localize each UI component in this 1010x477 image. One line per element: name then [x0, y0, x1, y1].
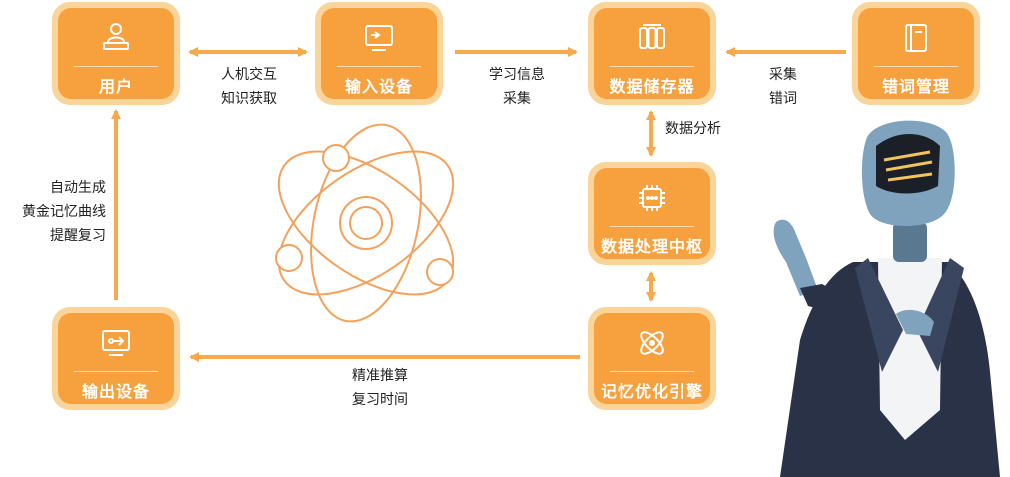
edge-label-analysis: 数据分析 — [665, 117, 721, 141]
user-icon — [103, 23, 129, 50]
edge-label-line: 复习时间 — [352, 392, 408, 408]
edge-label-line: 人机交互 — [221, 67, 277, 83]
node-output-device: 输出设备 — [52, 307, 180, 410]
edge-label-line: 提醒复习 — [50, 228, 106, 244]
edge-label-line: 学习信息 — [489, 67, 545, 83]
node-label: 数据储存器 — [609, 77, 695, 96]
node-data-storage: 数据储存器 — [588, 2, 716, 105]
node-label: 数据处理中枢 — [600, 237, 703, 256]
node-memory-engine: 记忆优化引擎 — [588, 307, 716, 410]
screen-share-icon — [102, 330, 130, 356]
divider — [74, 371, 158, 372]
robot-figure — [773, 120, 1000, 477]
edge-label-hci: 人机交互 知识获取 — [207, 63, 291, 111]
node-user: 用户 — [52, 2, 180, 105]
divider — [74, 66, 158, 67]
node-label: 用户 — [98, 77, 133, 96]
divider — [610, 371, 694, 372]
edge-label-collect: 采集 错词 — [755, 63, 811, 111]
atom-small-icon — [640, 331, 664, 355]
atom-icon — [275, 123, 455, 323]
edge-label-line: 数据分析 — [665, 121, 721, 137]
notebook-icon — [905, 24, 927, 52]
edge-label-learn: 学习信息 采集 — [475, 63, 559, 111]
node-label: 错词管理 — [881, 77, 950, 96]
edge-label-line: 黄金记忆曲线 — [22, 204, 106, 220]
monitor-icon — [365, 25, 393, 51]
edge-label-line: 错词 — [769, 91, 797, 107]
edge-label-line: 采集 — [769, 67, 797, 83]
edge-label-curve: 自动生成 黄金记忆曲线 提醒复习 — [0, 176, 106, 248]
chip-icon — [639, 185, 665, 211]
node-error-words: 错词管理 — [852, 2, 980, 105]
node-label: 记忆优化引擎 — [600, 382, 703, 401]
edge-label-line: 精准推算 — [352, 368, 408, 384]
divider — [337, 66, 421, 67]
database-icon — [639, 24, 665, 49]
edge-label-line: 自动生成 — [50, 180, 106, 196]
divider — [610, 226, 694, 227]
node-input-device: 输入设备 — [315, 2, 443, 105]
node-label: 输出设备 — [81, 382, 150, 401]
edge-label-line: 知识获取 — [221, 91, 277, 107]
node-label: 输入设备 — [344, 77, 413, 96]
node-data-center: 数据处理中枢 — [588, 162, 716, 265]
divider — [874, 66, 958, 67]
edge-label-calc: 精准推算 复习时间 — [335, 364, 425, 412]
edge-label-line: 采集 — [503, 91, 531, 107]
divider — [610, 66, 694, 67]
